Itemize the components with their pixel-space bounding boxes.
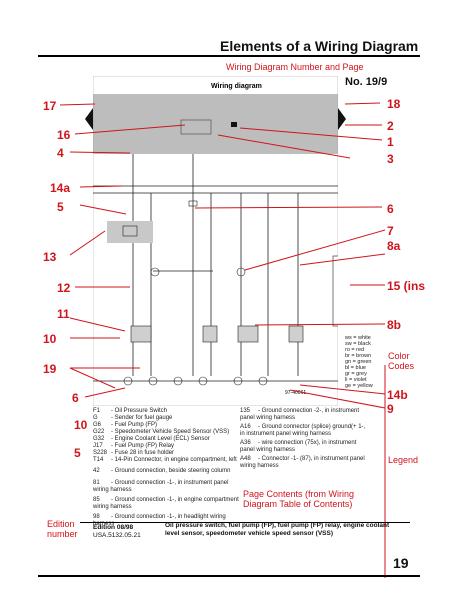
callout-1: 1	[387, 135, 394, 149]
left-arrow-icon	[85, 108, 93, 130]
color-code: gr = grey	[345, 371, 367, 377]
color-code: ge = yellow	[345, 383, 373, 389]
legend-item: T14- 14-Pin Connector, in engine compart…	[93, 457, 237, 463]
legend-grounds: 42- Ground connection, beside steering c…	[93, 468, 243, 528]
legend-callout: Legend	[388, 455, 419, 465]
legend-item: G- Sender for fuel gauge	[93, 415, 173, 421]
edition-label: Edition	[93, 524, 116, 531]
callout-14a: 14a	[50, 181, 71, 195]
legend-connection-item: 135- Ground connection -2-, in instrumen…	[240, 408, 360, 421]
legend-item: S228- Fuse 28 in fuse holder	[93, 450, 175, 456]
callout-3: 3	[387, 152, 394, 166]
color-code: br = brown	[345, 353, 372, 359]
legend-connection-item: A16- Ground connector (splice) ground(+ …	[240, 424, 366, 437]
legend-components: F1- Oil Pressure Switch G- Sender for fu…	[93, 408, 243, 464]
legend-connections: 135- Ground connection -2-, in instrumen…	[240, 408, 370, 470]
color-code: sw = black	[345, 341, 371, 347]
callout-5: 5	[57, 200, 64, 214]
right-arrow-icon	[338, 108, 346, 130]
bottom-rule	[38, 575, 420, 577]
callout-6-top: 6	[387, 202, 394, 216]
callout-8a: 8a	[387, 239, 401, 253]
legend-ground-item: 98- Ground connection -1-, in headlight …	[93, 514, 226, 527]
callout-14b: 14b	[387, 388, 408, 402]
legend-connection-item: A36- wire connection (75x), in instrumen…	[240, 440, 357, 453]
callout-15: 15 (ins	[387, 279, 426, 293]
callout-17: 17	[43, 99, 57, 113]
page-title: Elements of a Wiring Diagram	[220, 38, 419, 54]
color-code-list: ws = white sw = black ro = red br = brow…	[345, 335, 385, 389]
callout-10: 10	[43, 332, 57, 346]
sheet-heading: Wiring diagram	[211, 83, 262, 90]
callout-9: 9	[387, 402, 394, 416]
edition-callout: Edition number	[47, 519, 78, 539]
legend-ground-item: 42- Ground connection, beside steering c…	[93, 468, 231, 474]
callout-7: 7	[387, 224, 394, 238]
callout-6-bottom: 6	[72, 391, 79, 405]
page-contents: Oil pressure switch, fuel pump (FP), fue…	[165, 522, 390, 537]
callout-16: 16	[57, 128, 71, 142]
callout-4: 4	[57, 146, 64, 160]
color-code: gn = green	[345, 359, 372, 365]
footer-rule	[80, 522, 410, 523]
callout-18: 18	[387, 97, 401, 111]
callout-19: 19	[43, 362, 57, 376]
title-rule	[38, 55, 420, 57]
legend-ground-item: 85- Ground connection -1-, in engine com…	[93, 497, 239, 510]
edition-block: Edition 08/98 USA.5132.05.21	[93, 524, 141, 540]
legend-item: G6- Fuel Pump (FP)	[93, 422, 158, 428]
wiring-diagram-sheet: Wiring diagram 97-40061	[93, 76, 338, 406]
sheet-reference: 97-40061	[285, 390, 306, 396]
callout-11: 11	[57, 307, 70, 321]
legend-item: G32- Engine Coolant Level (ECL) Sensor	[93, 436, 210, 442]
wiring-number-callout: Wiring Diagram Number and Page	[226, 62, 364, 72]
callout-13: 13	[43, 250, 57, 264]
color-code: bl = blue	[345, 365, 366, 371]
color-code: ro = red	[345, 347, 365, 353]
legend-item: G22- Speedometer Vehicle Speed Sensor (V…	[93, 429, 230, 435]
diagram-page-number: No. 19/9	[345, 76, 388, 88]
legend-ground-item: 81- Ground connection -1-, in instrument…	[93, 480, 229, 493]
color-code: li = violet	[345, 377, 367, 383]
legend-item: F1- Oil Pressure Switch	[93, 408, 168, 414]
color-codes-callout: Color Codes	[388, 351, 415, 371]
page-contents-callout: Page Contents (from Wiring Diagram Table…	[243, 489, 355, 509]
callout-5-legend: 5	[74, 446, 81, 460]
callout-10-legend: 10	[74, 418, 88, 432]
callout-2: 2	[387, 119, 394, 133]
legend-item: J17- Fuel Pump (FP) Relay	[93, 443, 175, 449]
callout-8b: 8b	[387, 318, 402, 332]
edition-number: USA.5132.05.21	[93, 532, 141, 539]
color-code: ws = white	[345, 335, 371, 341]
legend-connection-item: A48- Connector -1- (87), in instrument p…	[240, 456, 365, 469]
callout-12: 12	[57, 281, 71, 295]
edition-date: 08/98	[116, 524, 134, 531]
page-number: 19	[393, 555, 409, 571]
